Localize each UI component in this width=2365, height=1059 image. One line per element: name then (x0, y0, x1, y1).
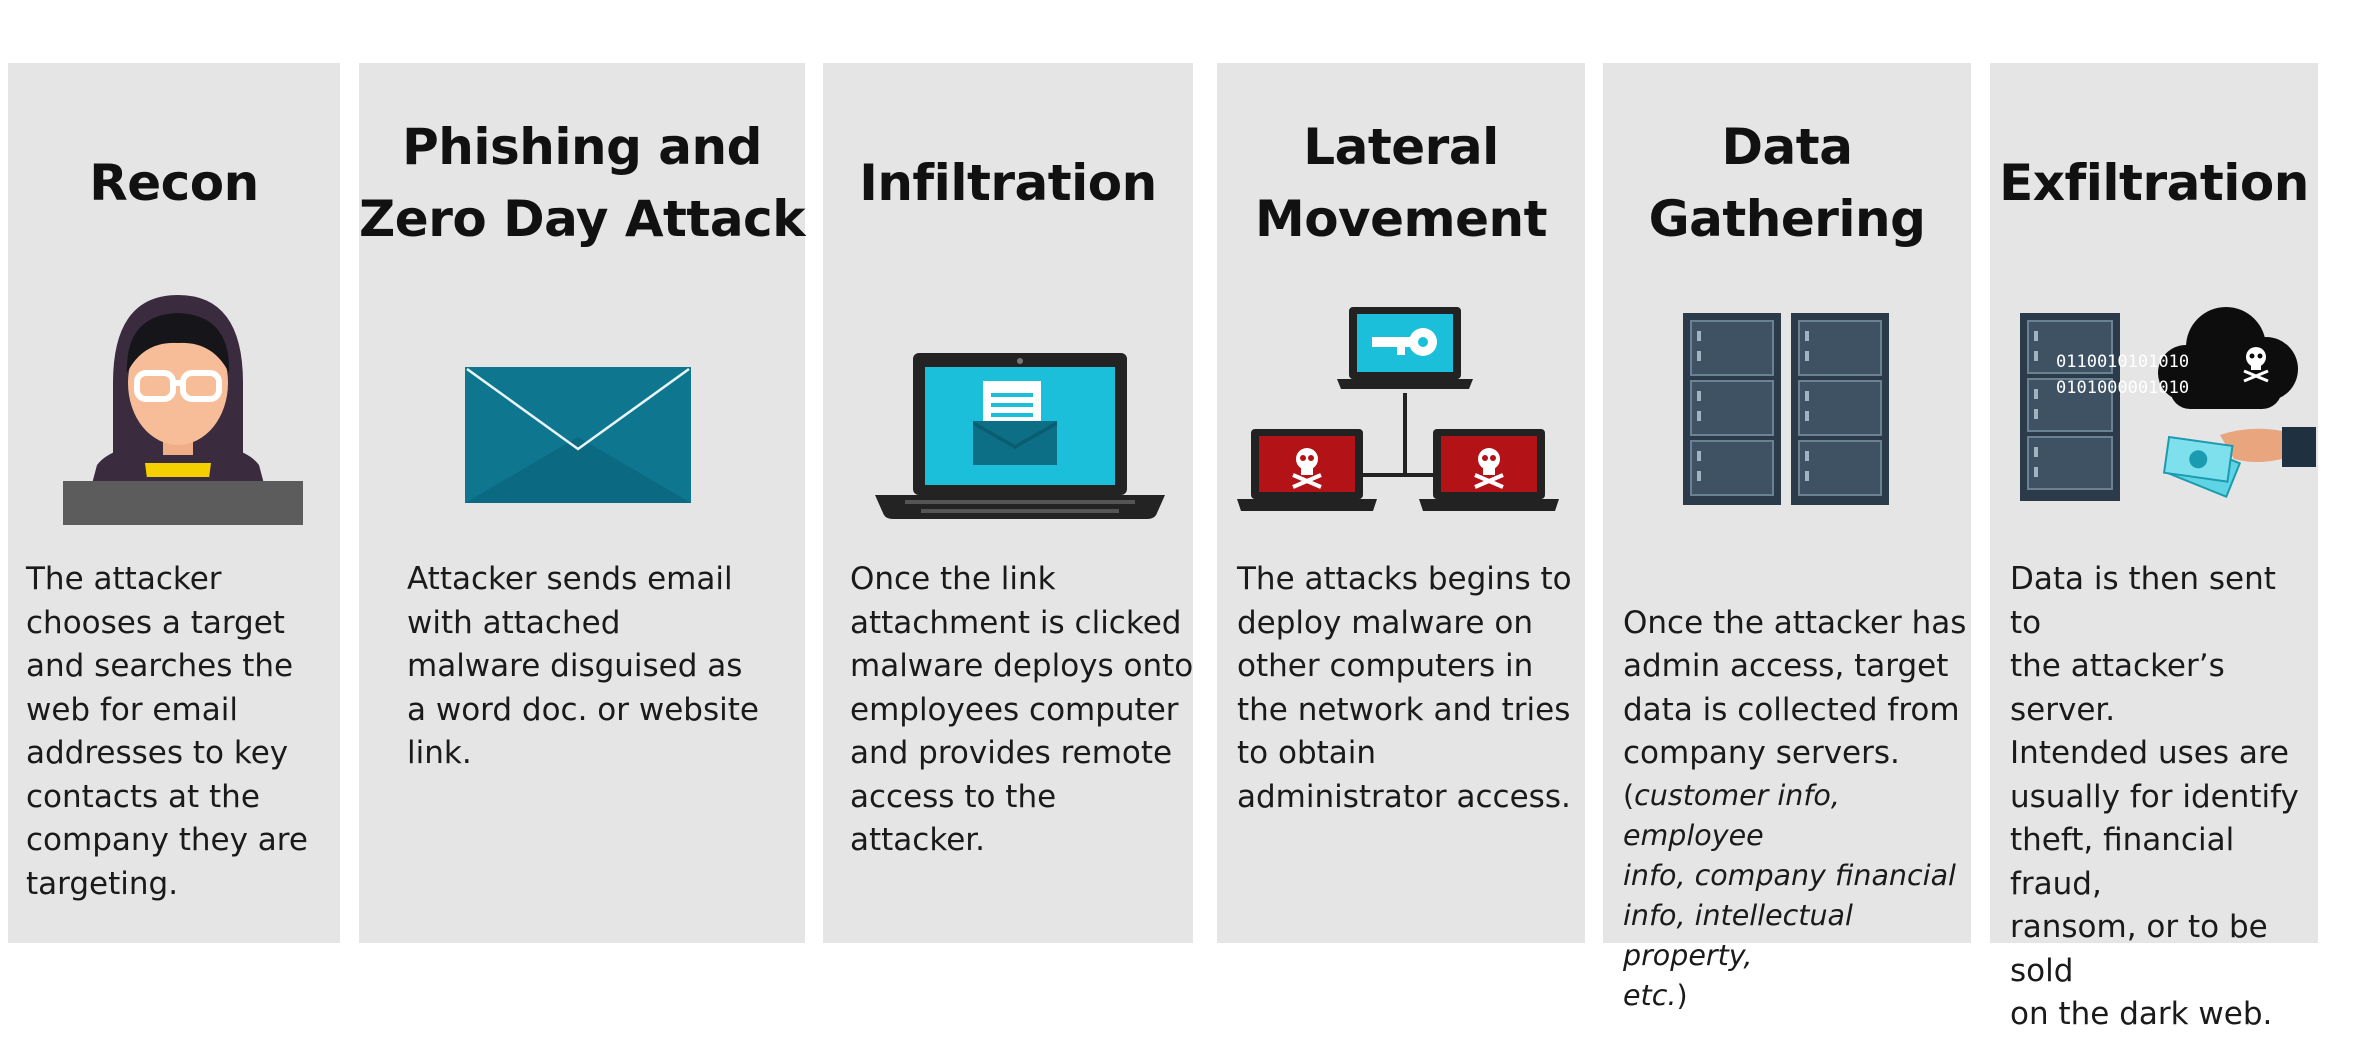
binary-stream-text: 0110010101010 (2056, 352, 2189, 372)
stage-description: The attacker chooses a target and search… (26, 561, 308, 902)
hooded-hacker-icon (63, 295, 303, 525)
stage-description: Once the link attachment is clicked malw… (850, 561, 1194, 858)
server-rack-icon (2020, 313, 2120, 501)
stage-infiltration-panel: Infiltration Once the link attachment is… (823, 63, 1193, 943)
stage-title: Exfiltration (1999, 154, 2309, 212)
stage-description: Attacker sends email with attached malwa… (407, 561, 759, 771)
stage-title: Phishing and Zero Day Attack (359, 118, 805, 248)
stage-exfiltration-panel: Exfiltration 0110010101010 0101000001010 (1990, 63, 2318, 1032)
stage-lateral-movement-panel: Lateral Movement (1217, 63, 1585, 943)
server-racks-icon (1683, 313, 1889, 505)
stage-title: Recon (89, 154, 259, 212)
stage-description-text: Once the attacker has admin access, targ… (1623, 604, 1967, 772)
exfiltration-icon: 0110010101010 0101000001010 (2020, 307, 2316, 501)
stage-phishing-panel: Phishing and Zero Day Attack Attacker se… (359, 63, 805, 943)
network-laptops-icon (1237, 307, 1559, 511)
stage-description: The attacks begins to deploy malware on … (1237, 561, 1572, 815)
envelope-icon (465, 367, 691, 503)
stage-title: Data Gathering (1648, 118, 1926, 248)
key-laptop-icon (1337, 307, 1473, 389)
infected-laptop-icon (1419, 429, 1559, 511)
infected-laptop-icon (1237, 429, 1377, 511)
malicious-cloud-icon (2158, 307, 2298, 409)
stage-title: Lateral Movement (1254, 118, 1548, 248)
hand-money-icon (2162, 427, 2316, 499)
stage-description: Data is then sent to the attacker’s serv… (2010, 561, 2299, 1032)
binary-stream-text: 0101000001010 (2056, 378, 2189, 398)
stage-description: Once the attacker has admin access, targ… (1623, 558, 1968, 1059)
stage-title: Infiltration (859, 154, 1157, 212)
laptop-email-icon (875, 353, 1165, 519)
stage-description-note: (customer info, employee info, company f… (1623, 778, 1956, 1012)
stage-recon-panel: Recon The attacker chooses a target and … (8, 63, 340, 943)
stage-data-gathering-panel: Data Gathering Once the attacker has adm… (1603, 63, 1971, 1012)
